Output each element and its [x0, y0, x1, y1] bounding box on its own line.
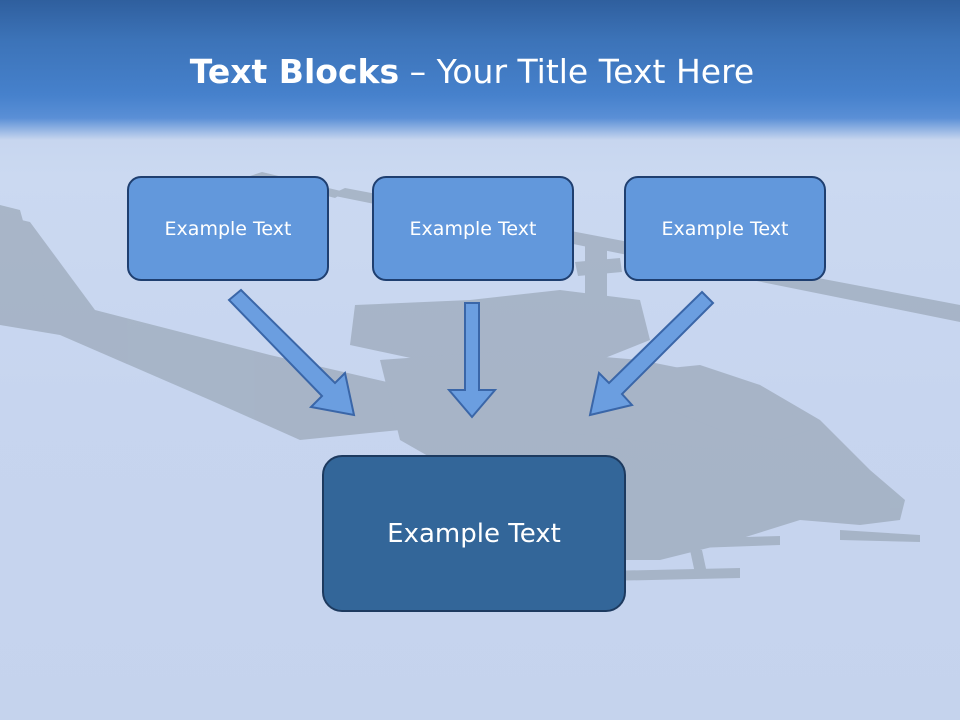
text-block-right-label: Example Text — [661, 217, 789, 240]
text-block-right[interactable]: Example Text — [624, 176, 826, 281]
arrow-right-down-left — [588, 290, 715, 417]
title-dash: – — [399, 52, 437, 91]
text-block-center-label: Example Text — [409, 217, 537, 240]
slide-title: Text Blocks – Your Title Text Here — [0, 52, 944, 91]
text-block-bottom[interactable]: Example Text — [322, 455, 626, 612]
text-block-center[interactable]: Example Text — [372, 176, 574, 281]
title-bold-part: Text Blocks — [189, 52, 400, 91]
text-block-left[interactable]: Example Text — [127, 176, 329, 281]
title-regular-part: Your Title Text Here — [436, 52, 755, 91]
text-block-left-label: Example Text — [164, 217, 292, 240]
text-block-bottom-label: Example Text — [387, 518, 561, 549]
arrow-center-down — [446, 302, 498, 419]
arrow-left-down-right — [227, 288, 356, 417]
